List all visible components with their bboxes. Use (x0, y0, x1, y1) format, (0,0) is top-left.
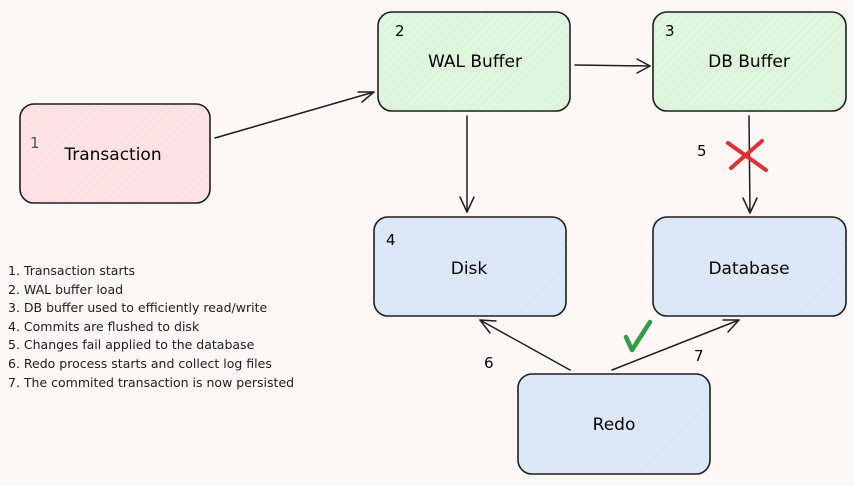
legend-item: 1. Transaction starts (8, 263, 136, 278)
transaction-label: Transaction (63, 145, 161, 165)
edge-label-7: 7 (694, 347, 704, 365)
wal-buffer-node: 2 WAL Buffer (377, 11, 571, 112)
legend-item: 2. WAL buffer load (8, 281, 124, 297)
step-legend: 1. Transaction starts 2. WAL buffer load… (8, 262, 294, 392)
legend-item: 5. Changes fail applied to the database (8, 337, 255, 353)
arrow-db-buffer-to-database (742, 115, 758, 214)
arrow-wal-buffer-to-disk (459, 115, 475, 213)
legend-item: 6. Redo process starts and collect log f… (8, 355, 272, 371)
database-node: Database (652, 216, 847, 317)
arrow-wal-buffer-to-db-buffer (574, 58, 651, 74)
redo-label: Redo (593, 415, 636, 435)
wal-buffer-number: 2 (395, 22, 405, 40)
transaction-node: 1 Transaction (19, 103, 211, 204)
arrow-transaction-to-wal-buffer (214, 91, 375, 139)
db-buffer-label: DB Buffer (708, 52, 790, 72)
edge-label-5: 5 (697, 142, 707, 160)
database-label: Database (708, 259, 789, 279)
legend-item: 4. Commits are flushed to disk (8, 318, 200, 334)
wal-buffer-label: WAL Buffer (428, 52, 522, 72)
disk-node: 4 Disk (373, 216, 567, 317)
redo-node: Redo (517, 373, 711, 475)
transaction-number: 1 (30, 134, 40, 152)
cross-icon (726, 139, 768, 172)
legend-item: 3. DB buffer used to efficiently read/wr… (8, 300, 268, 316)
db-buffer-number: 3 (665, 22, 675, 40)
check-icon (623, 319, 653, 353)
legend-item: 7. The commited transaction is now persi… (8, 374, 295, 390)
arrow-redo-to-disk (479, 319, 571, 371)
arrow-redo-to-database (611, 319, 740, 371)
disk-number: 4 (386, 231, 396, 249)
db-buffer-node: 3 DB Buffer (652, 11, 847, 112)
edge-label-6: 6 (484, 354, 494, 372)
disk-label: Disk (451, 259, 488, 279)
